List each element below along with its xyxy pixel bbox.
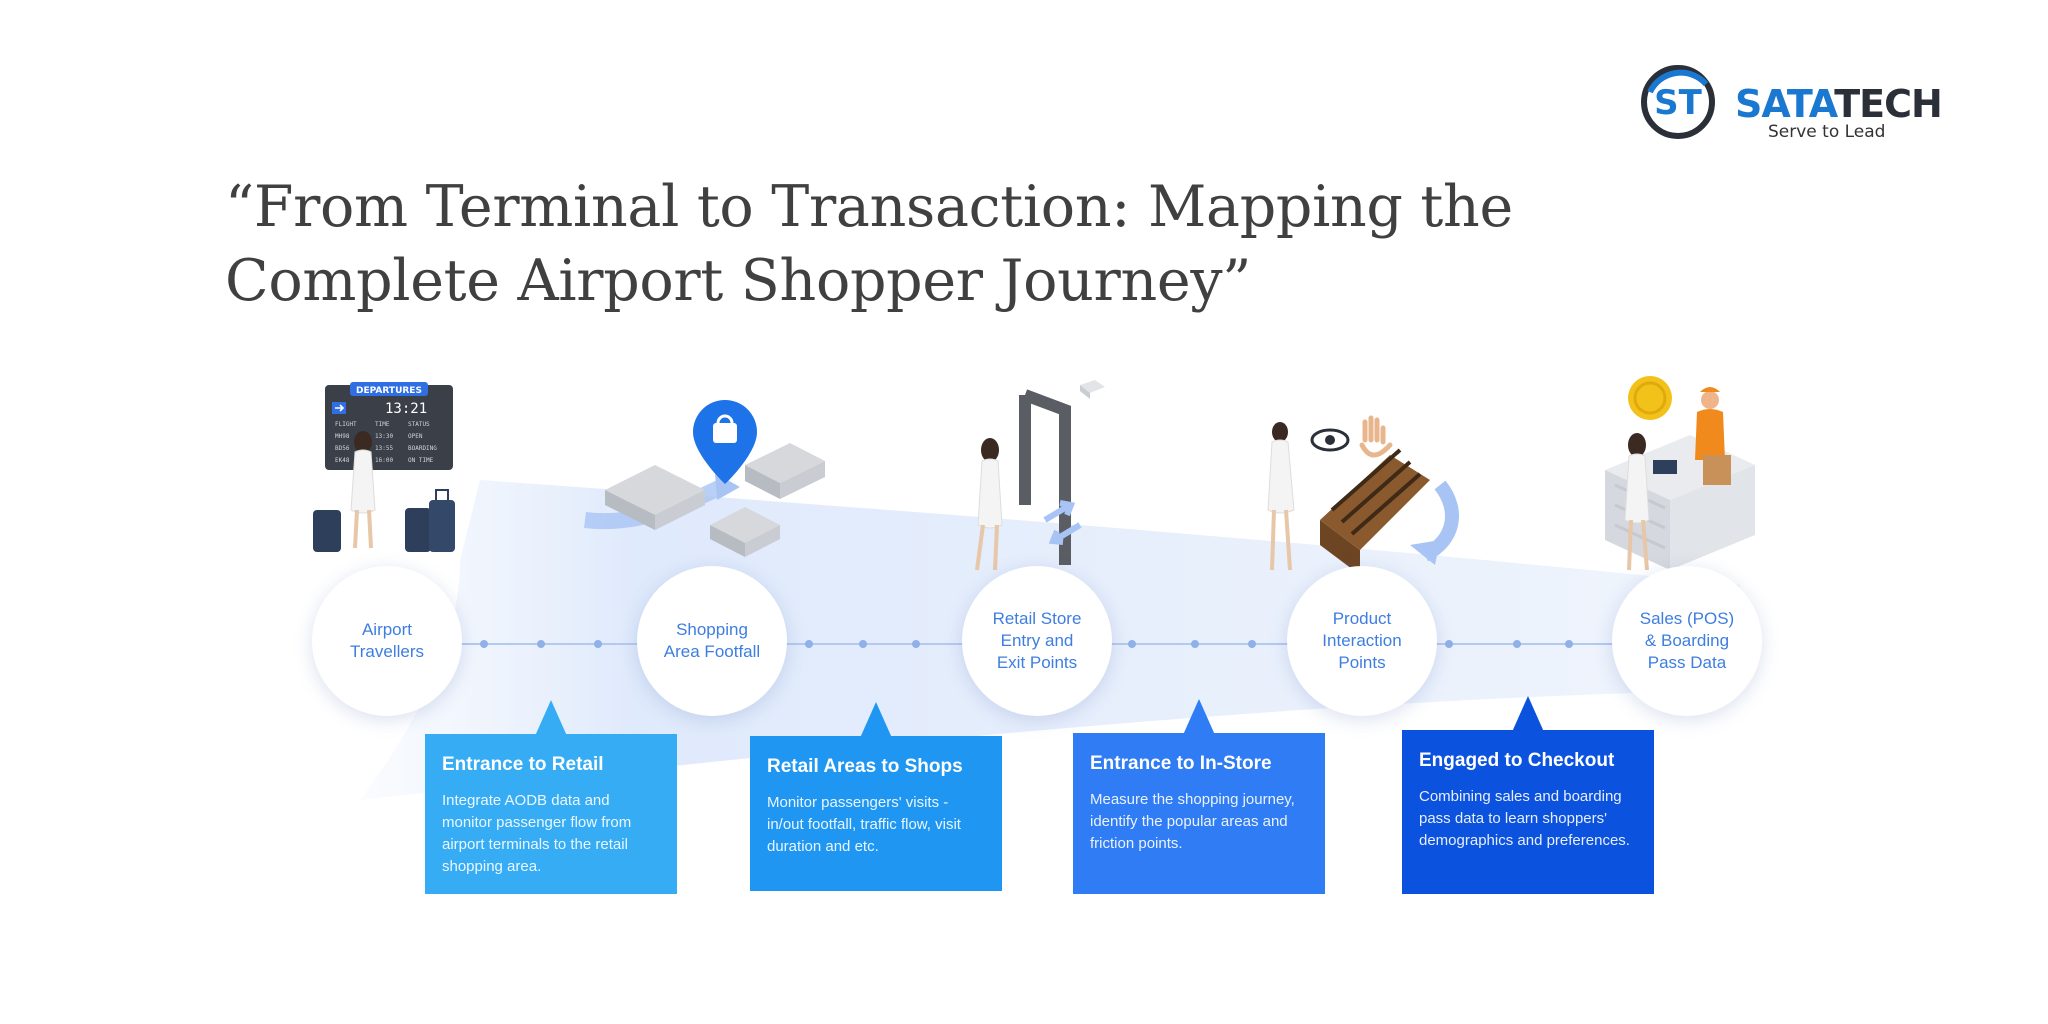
card-entrance-to-retail: Entrance to Retail Integrate AODB data a… — [425, 700, 677, 894]
timeline-dot — [1248, 640, 1256, 648]
card-description: Combining sales and boarding pass data t… — [1419, 788, 1630, 849]
stage-label: Shopping Area Footfall — [663, 620, 761, 661]
board-heading: DEPARTURES — [356, 386, 422, 396]
card-title: Retail Areas to Shops — [767, 756, 963, 777]
stage-product-interaction: Product Interaction Points — [1287, 566, 1437, 716]
timeline-dot — [537, 640, 545, 648]
stage-label: Sales (POS) & Boarding Pass Data — [1639, 609, 1735, 672]
logo-mark-text: ST — [1654, 83, 1702, 123]
card-entrance-to-in-store: Entrance to In-Store Measure the shoppin… — [1073, 699, 1325, 894]
stage-retail-store-entry-exit: Retail Store Entry and Exit Points — [962, 566, 1112, 716]
card-retail-areas-to-shops: Retail Areas to Shops Monitor passengers… — [750, 702, 1002, 891]
board-cell: BD56 — [335, 445, 350, 452]
stage-sales-boarding-pass: Sales (POS) & Boarding Pass Data — [1612, 566, 1762, 716]
card-engaged-to-checkout: Engaged to Checkout Combining sales and … — [1402, 696, 1654, 894]
card-title: Entrance to Retail — [442, 754, 604, 775]
stage-label: Airport Travellers — [350, 620, 424, 661]
stage-shopping-area-footfall: Shopping Area Footfall — [637, 566, 787, 716]
board-cell: BOARDING — [408, 445, 437, 452]
stage-label: Retail Store Entry and Exit Points — [992, 609, 1082, 672]
timeline-dot — [1191, 640, 1199, 648]
departures-board-illustration: DEPARTURES 13:21 FLIGHT TIME STATUS MH98… — [313, 382, 455, 552]
brand-name-b: TECH — [1834, 82, 1943, 126]
board-col: STATUS — [408, 421, 430, 428]
board-cell: ON TIME — [408, 457, 434, 464]
stage-airport-travellers: Airport Travellers — [312, 566, 462, 716]
brand-tagline: Serve to Lead — [1768, 122, 1886, 142]
satatech-logo: ST SATATECH Serve to Lead — [1640, 62, 1943, 147]
logo-mark-icon: ST — [1641, 65, 1715, 139]
page-title: “From Terminal to Transaction: Mapping t… — [225, 174, 1513, 314]
board-cell: MH98 — [335, 433, 350, 440]
timeline-dot — [1513, 640, 1521, 648]
board-cell: 13:30 — [375, 433, 393, 440]
timeline-dot — [805, 640, 813, 648]
checkout-illustration — [1605, 376, 1755, 571]
board-cell: 16:00 — [375, 457, 393, 464]
timeline-dot — [912, 640, 920, 648]
stage-label: Product Interaction Points — [1322, 609, 1402, 672]
store-entry-gate-illustration — [975, 380, 1105, 571]
shopping-area-illustration — [584, 400, 825, 557]
brand-name-a: SATA — [1735, 82, 1835, 126]
board-time: 13:21 — [385, 401, 427, 417]
timeline-dot — [480, 640, 488, 648]
board-col: TIME — [375, 421, 390, 428]
board-cell: 13:55 — [375, 445, 393, 452]
product-interaction-illustration — [1267, 415, 1459, 575]
timeline-dot — [859, 640, 867, 648]
card-description: Integrate AODB data and monitor passenge… — [442, 792, 632, 875]
card-title: Engaged to Checkout — [1419, 750, 1615, 771]
timeline-dot — [1445, 640, 1453, 648]
timeline-dot — [594, 640, 602, 648]
brand-name: SATATECH — [1735, 82, 1943, 126]
board-cell: OPEN — [408, 433, 423, 440]
timeline-dot — [1565, 640, 1573, 648]
card-description: Monitor passengers' visits - in/out foot… — [767, 794, 961, 855]
board-cell: EK48 — [335, 457, 350, 464]
board-col: FLIGHT — [335, 421, 357, 428]
card-title: Entrance to In-Store — [1090, 753, 1272, 774]
timeline-dot — [1128, 640, 1136, 648]
card-description: Measure the shopping journey, identify t… — [1090, 791, 1295, 852]
